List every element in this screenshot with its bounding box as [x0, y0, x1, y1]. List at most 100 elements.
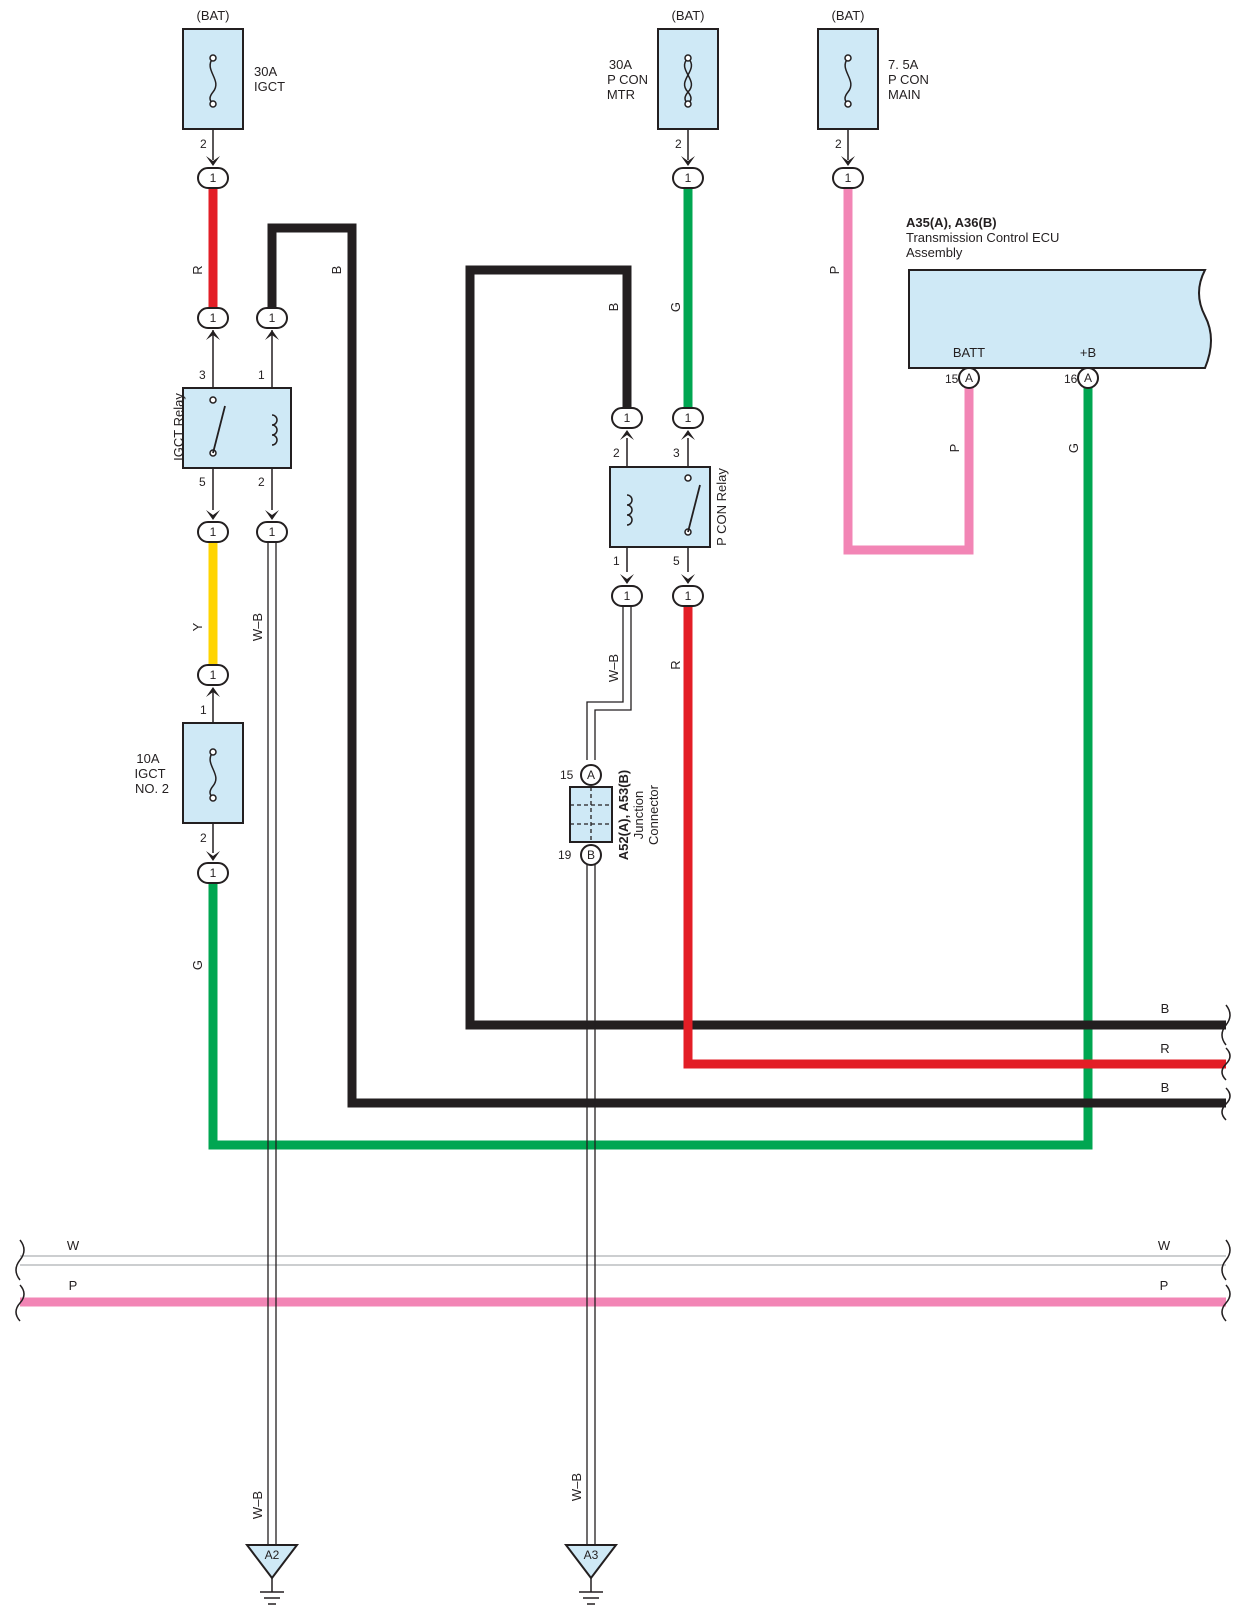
ecu-pin-batt-connector: A — [965, 371, 973, 385]
wire-green-igct-no2 — [208, 385, 1093, 1150]
wire-label-g-1: G — [668, 302, 683, 312]
wire-label-r-1: R — [190, 265, 205, 274]
wire-white-bus — [20, 1255, 1226, 1266]
wire-label-w-1: W — [67, 1238, 80, 1253]
wire-label-r-3: R — [1160, 1041, 1169, 1056]
connector-oval-label: 1 — [685, 589, 692, 603]
fuse-pcon-main: (BAT) 7. 5A P CON MAIN 2 — [817, 8, 929, 160]
fuse-pcon-main-name2: MAIN — [888, 87, 921, 102]
relay-igct-pin-bl: 5 — [199, 475, 206, 489]
relay-pcon-pin-bl: 1 — [613, 554, 620, 568]
wire-label-b-3: B — [1161, 1001, 1170, 1016]
wire-label-y: Y — [190, 622, 205, 631]
junction-title: A52(A), A53(B) — [616, 770, 631, 861]
wire-label-p-3: P — [69, 1278, 78, 1293]
wire-wb-pcon — [586, 600, 632, 1545]
connector-oval: 1 — [832, 156, 864, 189]
connector-oval: 1 — [672, 407, 704, 440]
ecu-pin-batt-name: BATT — [953, 345, 985, 360]
ecu-title: A35(A), A36(B) — [906, 215, 997, 230]
wire-label-r-2: R — [668, 660, 683, 669]
junction-name-line2: Connector — [646, 784, 661, 845]
wire-label-wb-4: W–B — [569, 1473, 584, 1501]
relay-pcon: 2 3 1 5 P CON Relay — [609, 438, 729, 572]
relay-igct-label: IGCT Relay — [171, 393, 186, 461]
wire-black-pcon-loop — [465, 265, 1226, 1030]
fuse-igct-pin: 2 — [200, 137, 207, 151]
fuse-pcon-mtr-name2: MTR — [607, 87, 635, 102]
connector-oval: 1 — [197, 510, 229, 543]
wire-label-b-4: B — [1161, 1080, 1170, 1095]
connector-oval-label: 1 — [845, 171, 852, 185]
ecu-pin-b-name: +B — [1080, 345, 1096, 360]
wire-label-wb-2: W–B — [606, 654, 621, 682]
connector-oval: 1 — [197, 851, 229, 884]
relay-pcon-pin-br: 5 — [673, 554, 680, 568]
fuse-igct-name: IGCT — [254, 79, 285, 94]
junction-bottom-connector: B — [587, 848, 595, 862]
ecu-transmission-control: A35(A), A36(B) Transmission Control ECU … — [906, 215, 1212, 389]
junction-bottom-number: 19 — [558, 848, 572, 862]
fuse-igct-no2-rating: 10A — [136, 751, 159, 766]
break-marks-left — [15, 1239, 25, 1322]
ecu-name-line2: Assembly — [906, 245, 963, 260]
wire-red-pcon — [683, 600, 1226, 1069]
ground-a3-label: A3 — [584, 1548, 599, 1562]
fuse-pcon-mtr-pin: 2 — [675, 137, 682, 151]
junction-top-number: 15 — [560, 768, 574, 782]
connector-oval-label: 1 — [269, 525, 276, 539]
connector-oval: 1 — [672, 574, 704, 607]
relay-igct-pin-tl: 3 — [199, 368, 206, 382]
connector-oval: 1 — [256, 307, 288, 340]
wire-label-p-4: P — [1160, 1278, 1169, 1293]
fuse-igct: (BAT) 30A IGCT 2 — [182, 8, 285, 160]
connector-oval-label: 1 — [624, 411, 631, 425]
ground-a3: A3 — [563, 1544, 619, 1605]
fuse-igct-no2-pin-bottom: 2 — [200, 831, 207, 845]
connector-oval: 1 — [672, 156, 704, 189]
break-marks-right — [1221, 1004, 1231, 1322]
connector-oval-label: 1 — [210, 171, 217, 185]
ecu-pin-batt-number: 15 — [945, 372, 959, 386]
connector-oval-label: 1 — [210, 668, 217, 682]
connector-oval: 1 — [611, 574, 643, 607]
ecu-name-line1: Transmission Control ECU — [906, 230, 1059, 245]
junction-name-line1: Junction — [631, 791, 646, 839]
fuse-pcon-mtr: (BAT) 30A P CON MTR 2 — [607, 8, 719, 160]
connector-oval: 1 — [611, 407, 643, 440]
wire-label-w-2: W — [1158, 1238, 1171, 1253]
junction-top-connector: A — [587, 768, 595, 782]
wire-label-g-2: G — [1066, 443, 1081, 453]
relay-igct: 3 1 5 2 IGCT Relay — [171, 330, 292, 510]
fuse-pcon-main-source: (BAT) — [832, 8, 865, 23]
wire-label-p-2: P — [947, 444, 962, 453]
fuse-pcon-mtr-source: (BAT) — [672, 8, 705, 23]
connector-oval-label: 1 — [685, 171, 692, 185]
wire-label-b-2: B — [606, 303, 621, 312]
ground-a2-label: A2 — [265, 1548, 280, 1562]
relay-igct-pin-tr: 1 — [258, 368, 265, 382]
connector-oval-label: 1 — [210, 866, 217, 880]
relay-pcon-pin-tr: 3 — [673, 446, 680, 460]
ecu-pin-b-connector: A — [1084, 371, 1092, 385]
connector-oval: 1 — [256, 510, 288, 543]
wire-label-p-1: P — [827, 266, 842, 275]
fuse-igct-no2-pin-top: 1 — [200, 703, 207, 717]
fuse-igct-source: (BAT) — [197, 8, 230, 23]
wire-labels: R B B G P P G Y W–B W–B R G W–B W–B B R … — [67, 265, 1171, 1519]
wire-label-b-1: B — [329, 266, 344, 275]
wire-black-igct-loop — [267, 223, 1226, 1108]
relay-pcon-pin-tl: 2 — [613, 446, 620, 460]
connector-oval-label: 1 — [269, 311, 276, 325]
wire-label-wb-3: W–B — [250, 1491, 265, 1519]
fuse-igct-rating: 30A — [254, 64, 277, 79]
connector-ovals: 1 1 1 1 1 1 1 1 1 1 1 1 1 — [197, 156, 864, 884]
relay-pcon-label: P CON Relay — [714, 468, 729, 546]
connector-oval: 1 — [197, 307, 229, 340]
wire-wb-igct — [267, 540, 277, 1545]
connector-oval: 1 — [197, 156, 229, 189]
fuse-pcon-mtr-rating: 30A — [609, 57, 632, 72]
fuse-igct-no2-name2: NO. 2 — [135, 781, 169, 796]
junction-connector: A 15 B 19 A52(A), A53(B) Junction Connec… — [558, 764, 661, 866]
